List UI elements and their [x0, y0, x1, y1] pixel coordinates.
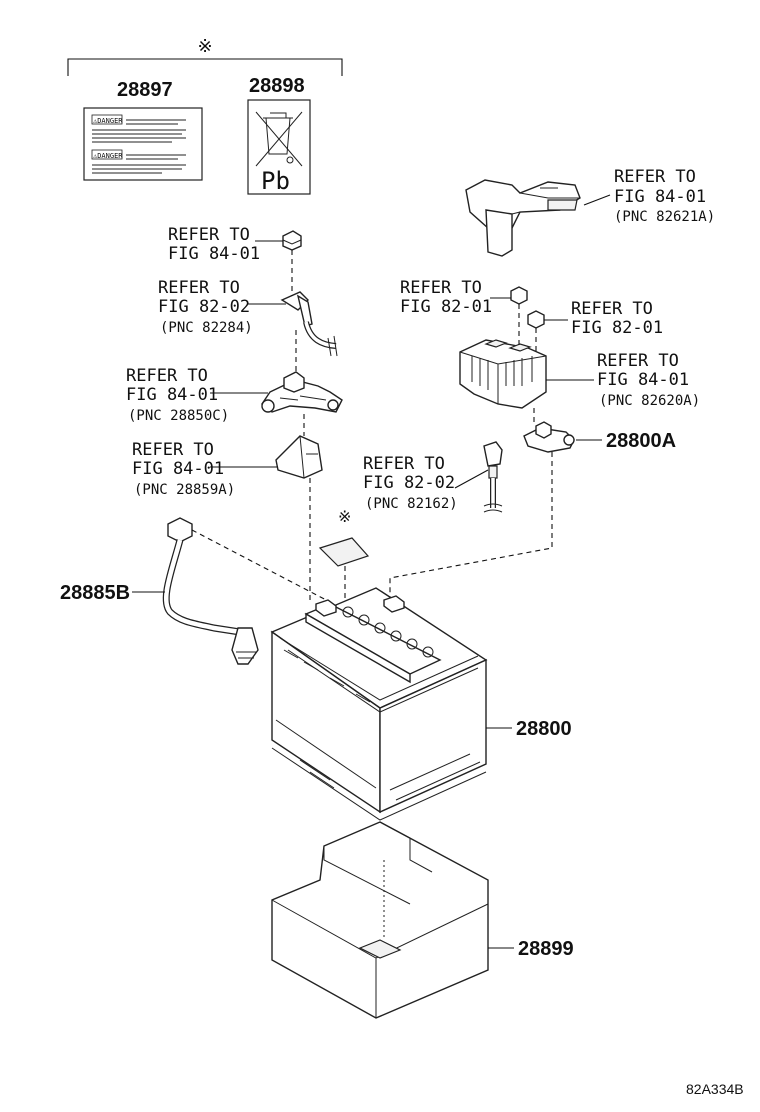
ref-nut-right-a: REFER TO FIG 82-01 — [400, 278, 492, 317]
fuse-block — [459, 339, 594, 409]
ref-line1: REFER TO — [168, 225, 250, 245]
ref-line2: FIG 82-01 — [571, 318, 663, 338]
part-number-28800A: 28800A — [606, 430, 676, 452]
ref-pnc: (PNC 82162) — [365, 496, 458, 512]
ref-line1: REFER TO — [132, 440, 214, 460]
ref-line1: REFER TO — [158, 278, 240, 298]
battery-insulator-28899 — [271, 821, 514, 1019]
ref-pnc: (PNC 82620A) — [599, 393, 700, 409]
ref-nut-right-b: REFER TO FIG 82-01 — [571, 299, 663, 338]
ref-pnc: (PNC 82284) — [160, 320, 253, 336]
part-number-28885B: 28885B — [60, 582, 130, 604]
note-sheet — [318, 537, 370, 567]
ref-line2: FIG 84-01 — [132, 459, 224, 479]
ref-bracket: REFER TO FIG 84-01 (PNC 28859A) — [132, 440, 235, 498]
crossed-bin-icon — [255, 111, 303, 167]
ref-nut-left: REFER TO FIG 84-01 — [168, 225, 260, 264]
terminal-cover-82621A — [465, 179, 611, 257]
terminal-clamp-negative — [210, 371, 343, 413]
ref-line2: FIG 82-02 — [158, 297, 250, 317]
nut-left — [255, 230, 302, 251]
ref-line1: REFER TO — [614, 167, 696, 187]
part-number-28800: 28800 — [516, 718, 572, 740]
ref-terminal-clamp: REFER TO FIG 84-01 (PNC 28850C) — [126, 366, 229, 424]
warning-tag-bottom: ⚠DANGER — [93, 152, 123, 160]
ref-pnc: (PNC 28850C) — [128, 408, 229, 424]
ref-line2: FIG 84-01 — [168, 244, 260, 264]
ref-pnc: (PNC 28859A) — [134, 482, 235, 498]
ref-82621A: REFER TO FIG 84-01 (PNC 82621A) — [614, 167, 715, 225]
battery-bracket — [210, 435, 323, 479]
ref-line1: REFER TO — [597, 351, 679, 371]
ref-pnc: (PNC 82621A) — [614, 209, 715, 225]
ref-positive-wire: REFER TO FIG 82-02 (PNC 82162) — [363, 454, 458, 512]
recycle-label-28898: 28898 Pb — [247, 75, 311, 195]
positive-terminal — [523, 421, 602, 453]
nut-right-a — [490, 286, 528, 305]
vent-hose-28885B — [132, 517, 259, 665]
ref-line2: FIG 84-01 — [597, 370, 689, 390]
diagram-code: 82A334B — [686, 1081, 744, 1097]
ref-line1: REFER TO — [126, 366, 208, 386]
ref-line1: REFER TO — [363, 454, 445, 474]
lead-symbol: Pb — [261, 167, 290, 195]
part-number-28897: 28897 — [117, 79, 173, 101]
ref-line2: FIG 84-01 — [614, 187, 706, 207]
warning-tag-top: ⚠DANGER — [93, 117, 123, 125]
ref-fuse-block: REFER TO FIG 84-01 (PNC 82620A) — [597, 351, 700, 409]
part-number-28898: 28898 — [249, 75, 305, 97]
ref-line2: FIG 82-02 — [363, 473, 455, 493]
positive-wire — [454, 441, 503, 513]
ref-line2: FIG 84-01 — [126, 385, 218, 405]
ref-line2: FIG 82-01 — [400, 297, 492, 317]
label-group-bracket: ※ — [67, 36, 343, 76]
battery-28800 — [270, 587, 512, 821]
ref-line1: REFER TO — [571, 299, 653, 319]
nut-right-b — [527, 310, 568, 329]
header-note-mark: ※ — [197, 36, 212, 57]
warning-label-28897: 28897 ⚠DANGER ⚠DANGER — [83, 79, 203, 181]
ground-wire — [248, 291, 338, 357]
part-number-28899: 28899 — [518, 938, 574, 960]
ref-ground-wire: REFER TO FIG 82-02 (PNC 82284) — [158, 278, 253, 336]
note-mark: ※ — [338, 507, 351, 526]
ref-line1: REFER TO — [400, 278, 482, 298]
